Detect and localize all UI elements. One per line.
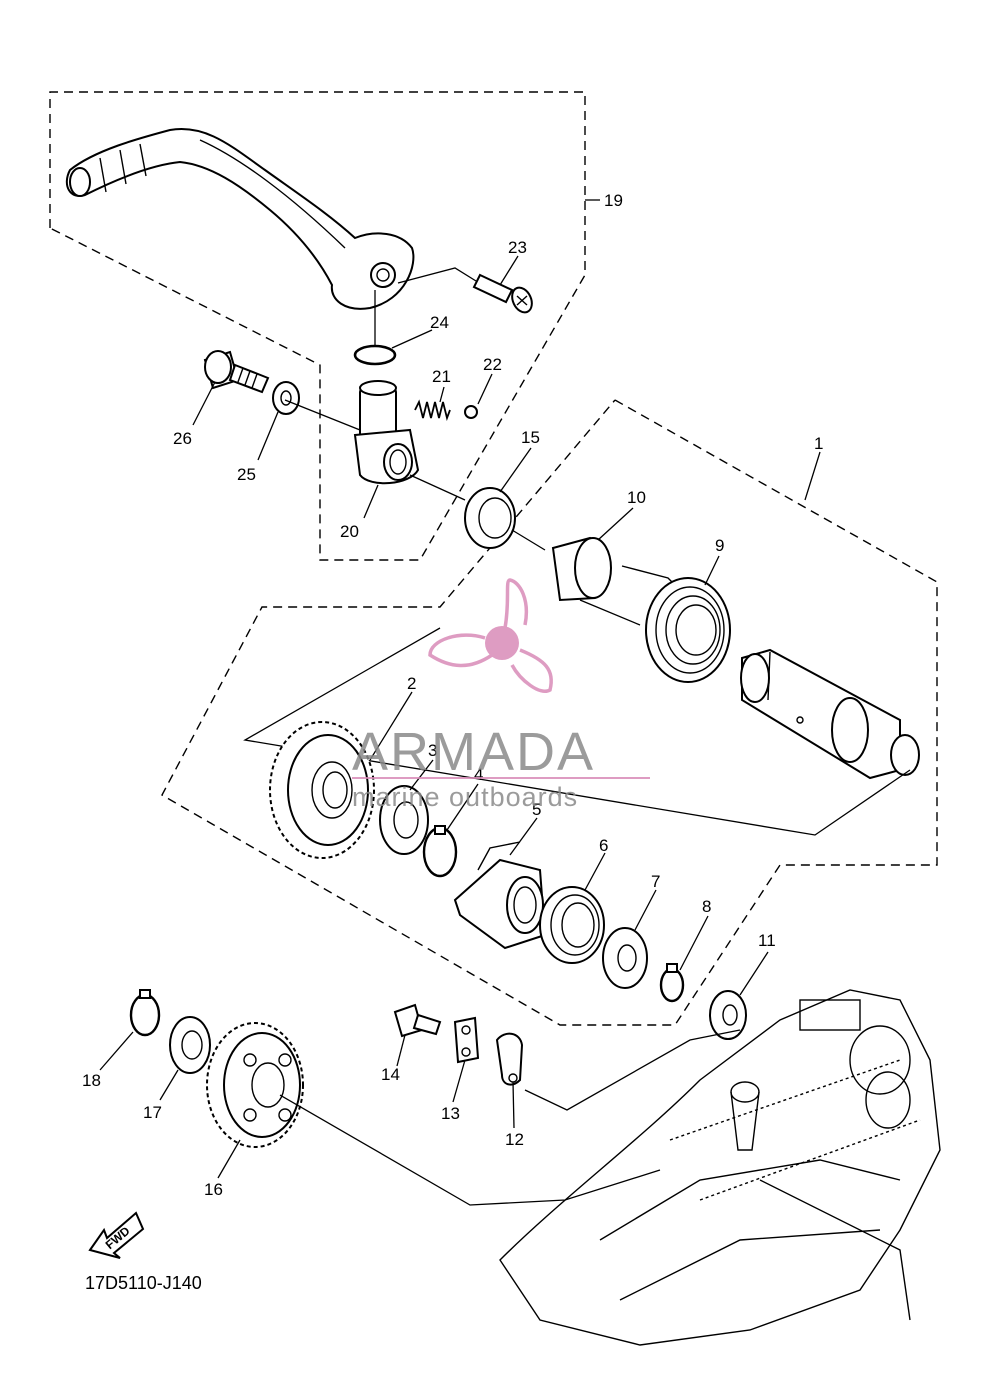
group-boundary-1 <box>161 399 938 1026</box>
callout-21: 21 <box>432 367 451 386</box>
callout-6: 6 <box>599 836 608 855</box>
bolt-26-part[interactable] <box>203 350 270 394</box>
watermark-brand: ARMADA <box>352 722 595 782</box>
callout-5: 5 <box>532 800 541 819</box>
ball-22-part[interactable] <box>464 405 478 419</box>
callout-8: 8 <box>702 897 711 916</box>
callout-19: 19 <box>604 191 623 210</box>
callout-1: 1 <box>814 434 823 453</box>
callout-26: 26 <box>173 429 192 448</box>
oil-seal-15-part[interactable] <box>464 487 516 549</box>
o-ring-24-part[interactable] <box>353 344 397 366</box>
callout-10: 10 <box>627 488 646 507</box>
callout-2: 2 <box>407 674 416 693</box>
callout-23: 23 <box>508 238 527 257</box>
callout-22: 22 <box>483 355 502 374</box>
washer-7-part[interactable] <box>602 927 648 989</box>
callout-7: 7 <box>651 872 660 891</box>
callout-9: 9 <box>715 536 724 555</box>
bolt-14-part[interactable] <box>393 1003 442 1038</box>
propeller-logo-icon <box>428 578 553 694</box>
diagram-code: 17D5110-J140 <box>85 1273 202 1293</box>
fwd-arrow-icon: FWD <box>88 1211 145 1259</box>
washer-11-part[interactable] <box>709 990 747 1040</box>
torsion-spring-9-part[interactable] <box>621 565 731 683</box>
spring-21-part[interactable] <box>414 399 451 422</box>
watermark-tagline: marine outboards <box>352 782 578 812</box>
callout-14: 14 <box>381 1065 400 1084</box>
idle-gear-16-part[interactable] <box>206 1022 304 1148</box>
collar-10-part[interactable] <box>551 536 612 602</box>
kick-shaft-1-part[interactable] <box>740 648 920 780</box>
callout-12: 12 <box>505 1130 524 1149</box>
callout-4: 4 <box>474 765 483 784</box>
kick-lever-part[interactable] <box>65 128 415 310</box>
callout-24: 24 <box>430 313 449 332</box>
clip-12-part[interactable] <box>495 1032 524 1086</box>
callout-16: 16 <box>204 1180 223 1199</box>
callout-15: 15 <box>521 428 540 447</box>
crankcase-outline <box>499 989 941 1346</box>
group-boundary-19 <box>49 91 586 561</box>
washer-3-part[interactable] <box>379 785 429 855</box>
washer-17-part[interactable] <box>169 1016 211 1074</box>
plate-13-part[interactable] <box>453 1016 480 1064</box>
armada-watermark: ARMADA marine outboards <box>352 578 650 812</box>
washer-25-part[interactable] <box>272 381 300 415</box>
callout-17: 17 <box>143 1103 162 1122</box>
kick-gear-2-part[interactable] <box>269 721 375 859</box>
ratchet-5-part[interactable] <box>453 841 547 950</box>
callout-13: 13 <box>441 1104 460 1123</box>
bolt-23-part[interactable] <box>472 273 536 316</box>
callout-25: 25 <box>237 465 256 484</box>
circlip-4-part[interactable] <box>422 825 458 878</box>
callout-20: 20 <box>340 522 359 541</box>
kick-boss-20-part[interactable] <box>353 380 420 485</box>
spring-6-part[interactable] <box>539 886 605 964</box>
circlip-8-part[interactable] <box>659 963 685 1003</box>
callout-3: 3 <box>428 741 437 760</box>
callout-18: 18 <box>82 1071 101 1090</box>
callout-11: 11 <box>758 931 776 950</box>
circlip-18-part[interactable] <box>129 989 161 1037</box>
